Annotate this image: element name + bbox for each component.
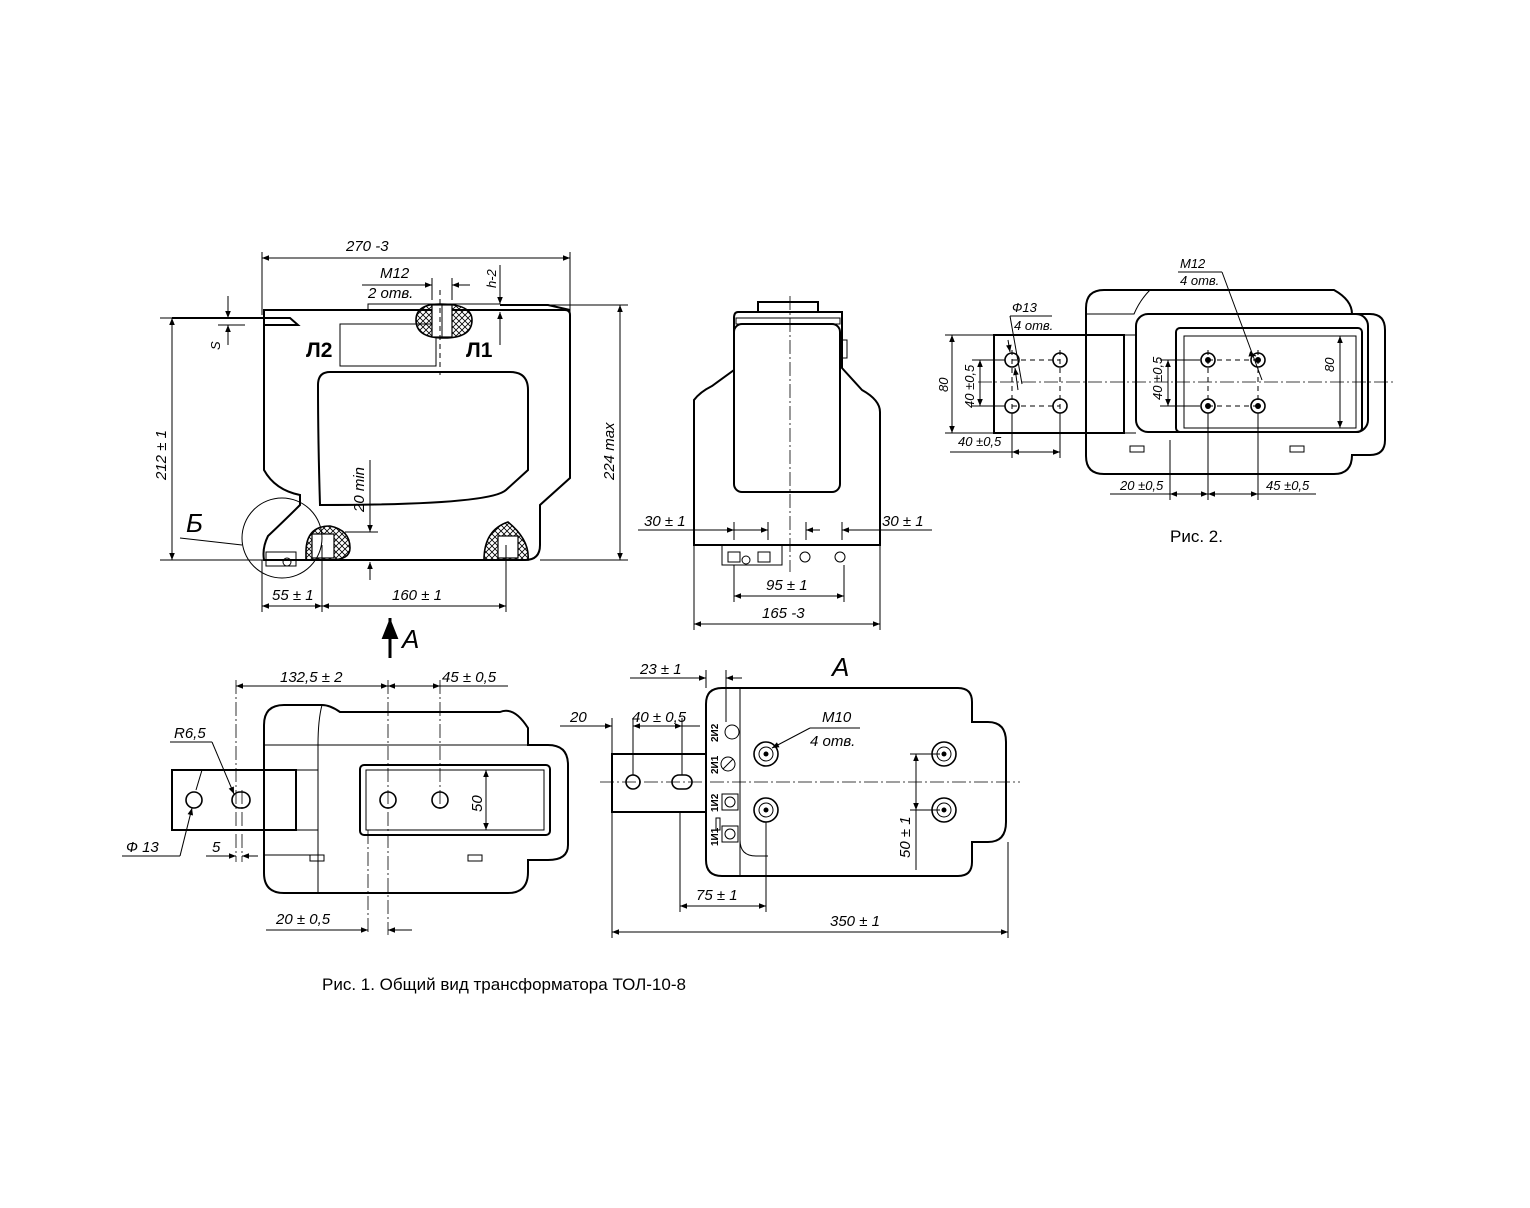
terminal-2i1: 2И1: [710, 755, 721, 774]
main-caption: Рис. 1. Общий вид трансформатора ТОЛ-10-…: [322, 975, 686, 994]
fig2-dim-40-vert: 40 ±0,5: [962, 364, 977, 408]
side-view: [638, 296, 932, 630]
dim-270: 270 -3: [345, 238, 389, 255]
dim-165: 165 -3: [762, 605, 805, 622]
dim-20min: 20 min: [351, 467, 368, 513]
dim-30-right: 30 ± 1: [882, 513, 924, 530]
dim-40-a: 40 ± 0,5: [632, 709, 687, 726]
fig2-dim-20: 20 ±0,5: [1119, 478, 1164, 493]
detail-mark: Б: [186, 508, 203, 538]
label-d13: Ф 13: [126, 839, 159, 856]
view-a: [560, 670, 1020, 938]
terminal-l2: Л2: [306, 339, 332, 362]
dim-s: S: [208, 341, 223, 350]
dim-30-left: 30 ± 1: [644, 513, 686, 530]
dim-160: 160 ± 1: [392, 587, 442, 604]
dim-20-a: 20: [569, 709, 587, 726]
dim-75: 75 ± 1: [696, 887, 738, 904]
fig2-label-d13-count: 4 отв.: [1014, 318, 1053, 333]
dim-20-bottom: 20 ± 0,5: [275, 911, 331, 928]
view-arrow-label: А: [400, 624, 419, 654]
dim-45: 45 ± 0,5: [442, 669, 497, 686]
fig2-label-m12: M12: [1180, 256, 1206, 271]
fig2-label-d13: Ф13: [1012, 300, 1038, 315]
dim-50-a: 50 ± 1: [897, 816, 914, 858]
label-m10-count: 4 отв.: [810, 733, 855, 750]
terminal-1i2: 1И2: [710, 793, 721, 812]
dim-212: 212 ± 1: [153, 430, 170, 481]
dim-55: 55 ± 1: [272, 587, 314, 604]
label-m12: M12: [380, 265, 410, 282]
fig2-view: [945, 271, 1395, 500]
fig2-dim-40-vert-right: 40 ±0,5: [1150, 356, 1165, 400]
fig2-dim-45: 45 ±0,5: [1266, 478, 1310, 493]
view-a-title: А: [830, 652, 849, 682]
dim-132: 132,5 ± 2: [280, 669, 343, 686]
label-r65: R6,5: [174, 725, 206, 742]
dim-23: 23 ± 1: [639, 661, 682, 678]
top-view: [122, 680, 569, 935]
dim-h: h-2: [484, 268, 499, 288]
dim-95: 95 ± 1: [766, 577, 808, 594]
fig2-dim-80-right: 80: [1322, 357, 1337, 372]
terminal-2i2: 2И2: [710, 723, 721, 742]
dim-224: 224 max: [601, 422, 618, 481]
dim-350: 350 ± 1: [830, 913, 880, 930]
terminal-l1: Л1: [466, 339, 493, 362]
front-view: [160, 252, 628, 658]
dim-50: 50: [469, 795, 486, 812]
label-m10: M10: [822, 709, 852, 726]
fig2-caption: Рис. 2.: [1170, 527, 1223, 546]
fig2-label-m12-count: 4 отв.: [1180, 273, 1219, 288]
fig2-dim-40-horiz: 40 ±0,5: [958, 434, 1002, 449]
fig2-dim-80-left: 80: [936, 377, 951, 392]
terminal-1i1: 1И1: [710, 827, 721, 846]
dim-5: 5: [212, 839, 221, 856]
label-m12-count: 2 отв.: [367, 285, 413, 302]
